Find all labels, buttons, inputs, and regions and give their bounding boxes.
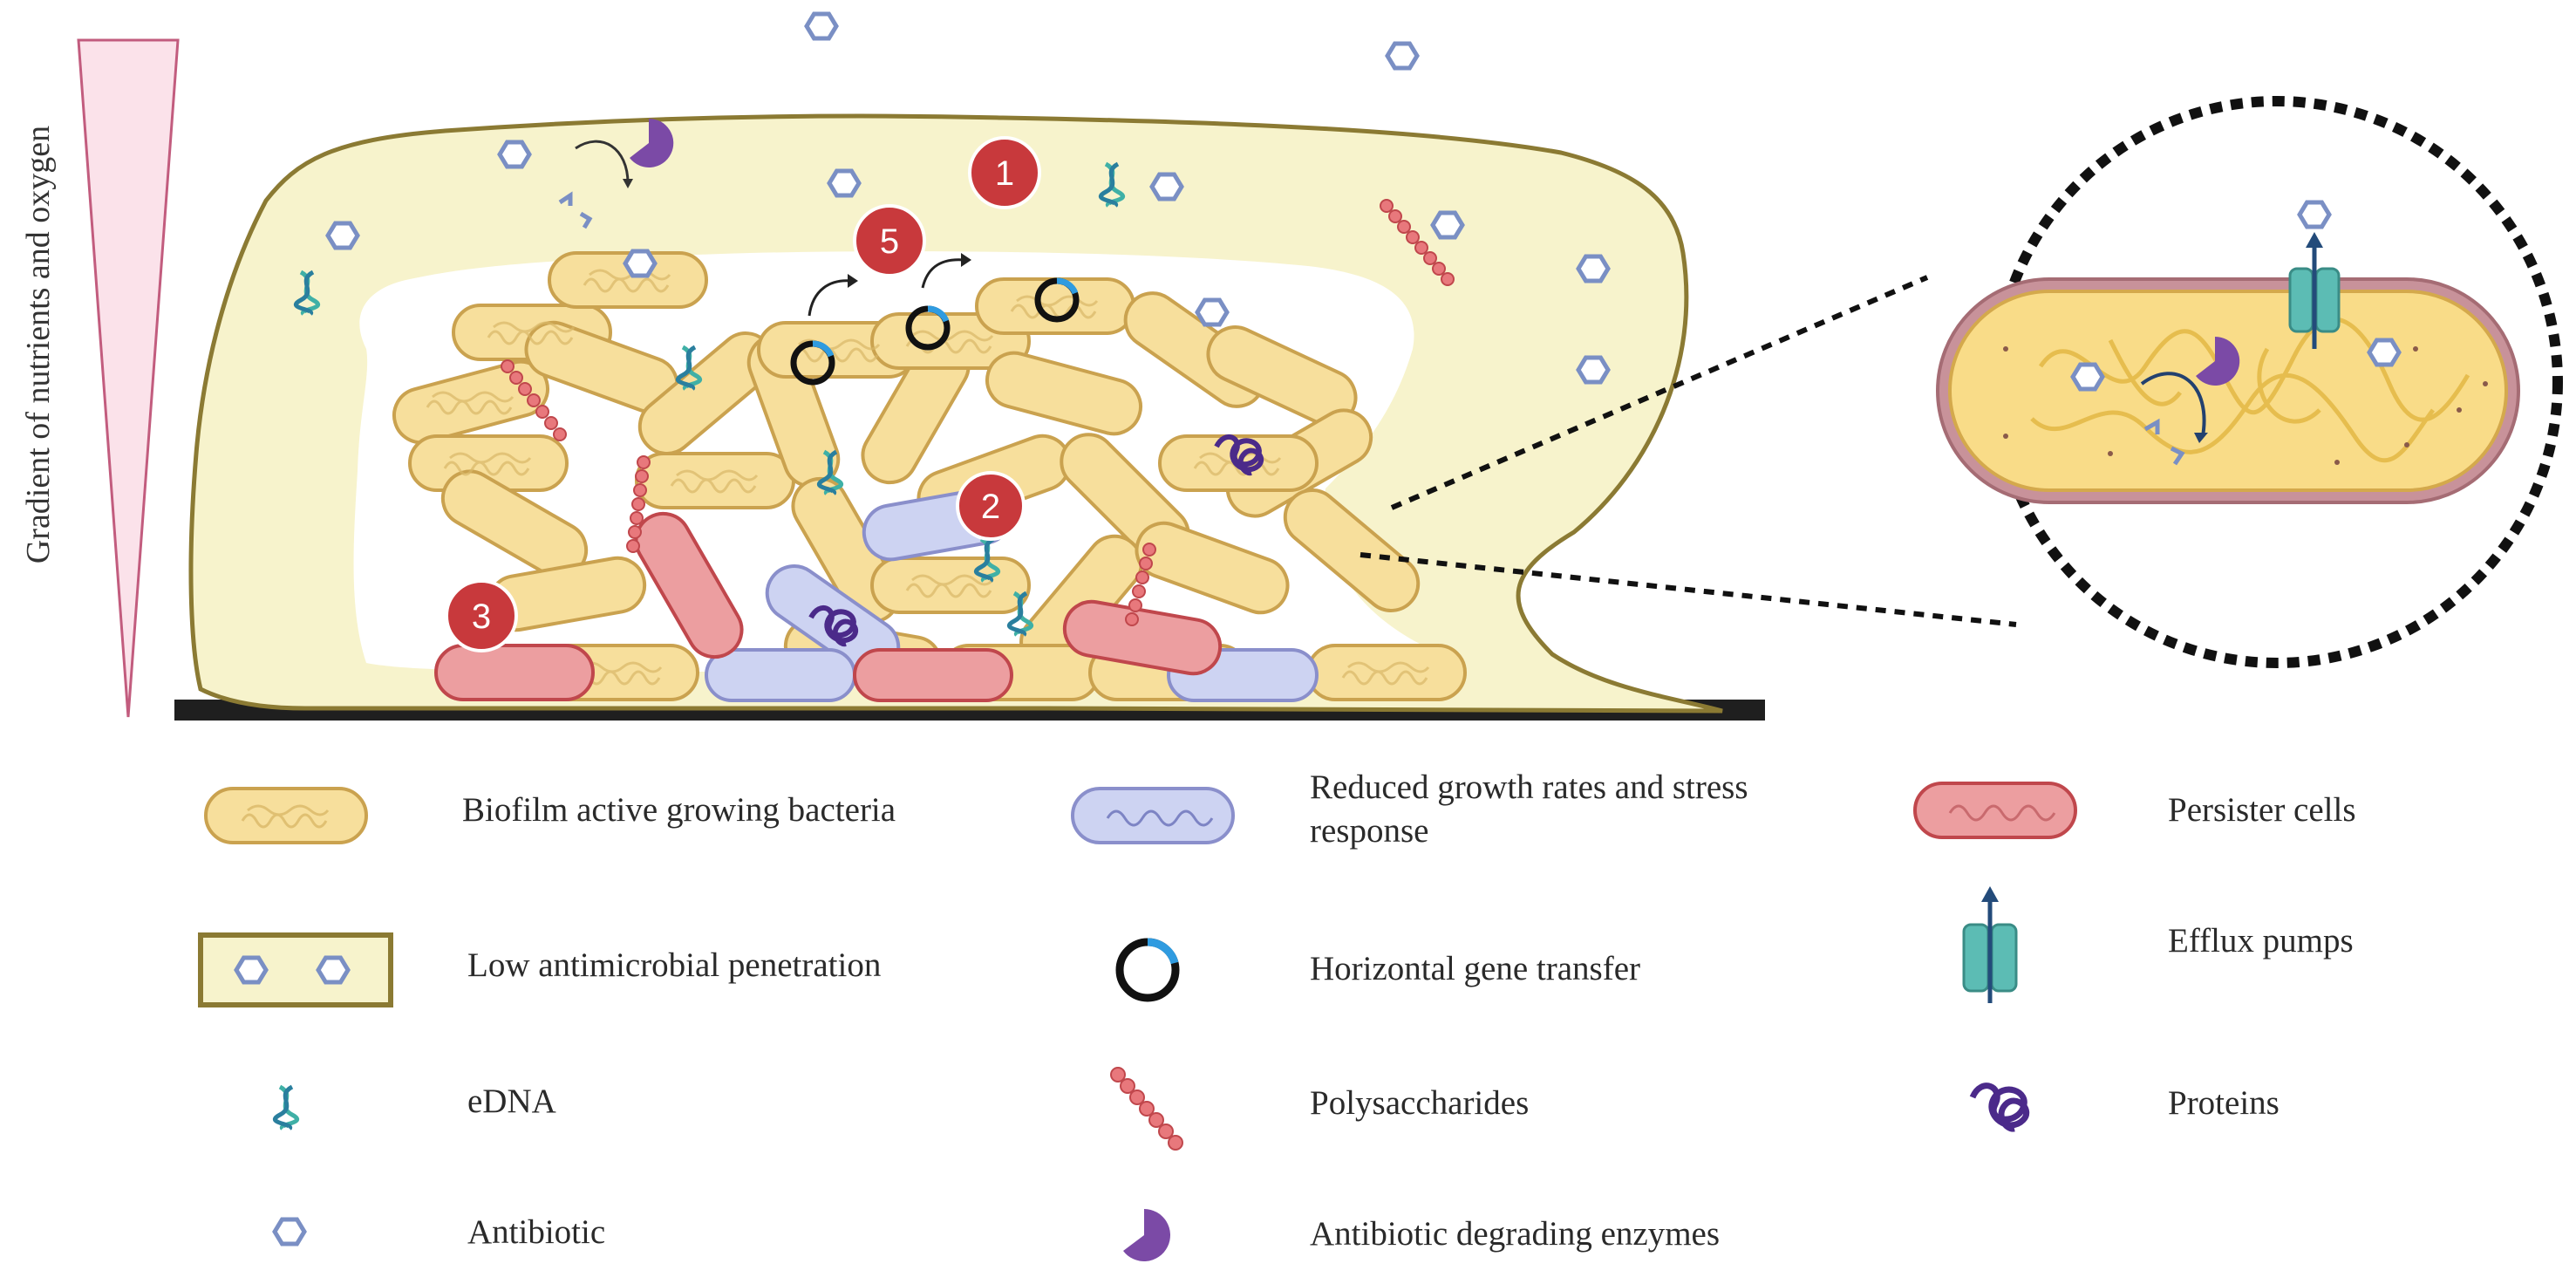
- gradient-label: Gradient of nutrients and oxygen: [20, 125, 57, 564]
- legend-icons: [198, 782, 2077, 1261]
- zoom-efflux-pump: [2288, 202, 2341, 349]
- protein-clumps: [808, 434, 1264, 647]
- markers: 1 2 3 4 5: [445, 136, 2440, 652]
- plasmids: [790, 253, 1080, 386]
- legend-label-gene-transfer: Horizontal gene transfer: [1310, 950, 1640, 987]
- marker-2: 2: [956, 471, 1026, 541]
- svg-text:5: 5: [880, 222, 899, 261]
- legend-protein-icon: [1969, 1083, 2030, 1132]
- enzyme-degradation: [558, 118, 674, 229]
- legend-label-polysaccharides: Polysaccharides: [1310, 1084, 1530, 1122]
- polysaccharide-chains: [501, 199, 1455, 626]
- legend-label-enzymes: Antibiotic degrading enzymes: [1310, 1215, 1721, 1253]
- svg-text:2: 2: [981, 488, 1000, 526]
- legend-slow-cell-icon: [1071, 787, 1235, 844]
- legend-label-efflux-pumps: Efflux pumps: [2168, 922, 2354, 960]
- legend-label-edna: eDNA: [467, 1083, 556, 1120]
- marker-5: 5: [853, 204, 926, 277]
- legend-label-antibiotic: Antibiotic: [467, 1213, 606, 1251]
- legend-persister-cell-icon: [1913, 782, 2077, 839]
- legend-edna-icon: [275, 1087, 296, 1129]
- zoom-lines: [1360, 275, 2017, 627]
- marker-3: 3: [445, 579, 518, 652]
- legend-label-persister-cells: Persister cells: [2168, 791, 2356, 829]
- legend-enzyme-icon: [1123, 1209, 1170, 1261]
- svg-text:3: 3: [472, 598, 491, 636]
- legend-matrix-icon: [198, 932, 393, 1007]
- zoom-enzyme: [2196, 336, 2240, 386]
- legend-antibiotic-icon: [275, 1219, 304, 1244]
- marker-1: 1: [968, 136, 1041, 209]
- legend-efflux-pump-icon: [1962, 886, 2018, 1003]
- legend-plasmid-icon: [1115, 938, 1180, 1002]
- legend-label-matrix: Low antimicrobial penetration: [467, 946, 882, 984]
- zoom-inset: [1936, 96, 2563, 668]
- legend-polysaccharide-icon: [1110, 1067, 1183, 1151]
- legend-active-cell-icon: [204, 787, 368, 844]
- legend-label-proteins: Proteins: [2168, 1084, 2280, 1122]
- svg-text:1: 1: [995, 154, 1014, 193]
- gradient-triangle: [77, 38, 180, 718]
- legend-label-active-cells: Biofilm active growing bacteria: [462, 791, 896, 829]
- legend-label-slow-cells: Reduced growth rates and stress response: [1310, 768, 1748, 850]
